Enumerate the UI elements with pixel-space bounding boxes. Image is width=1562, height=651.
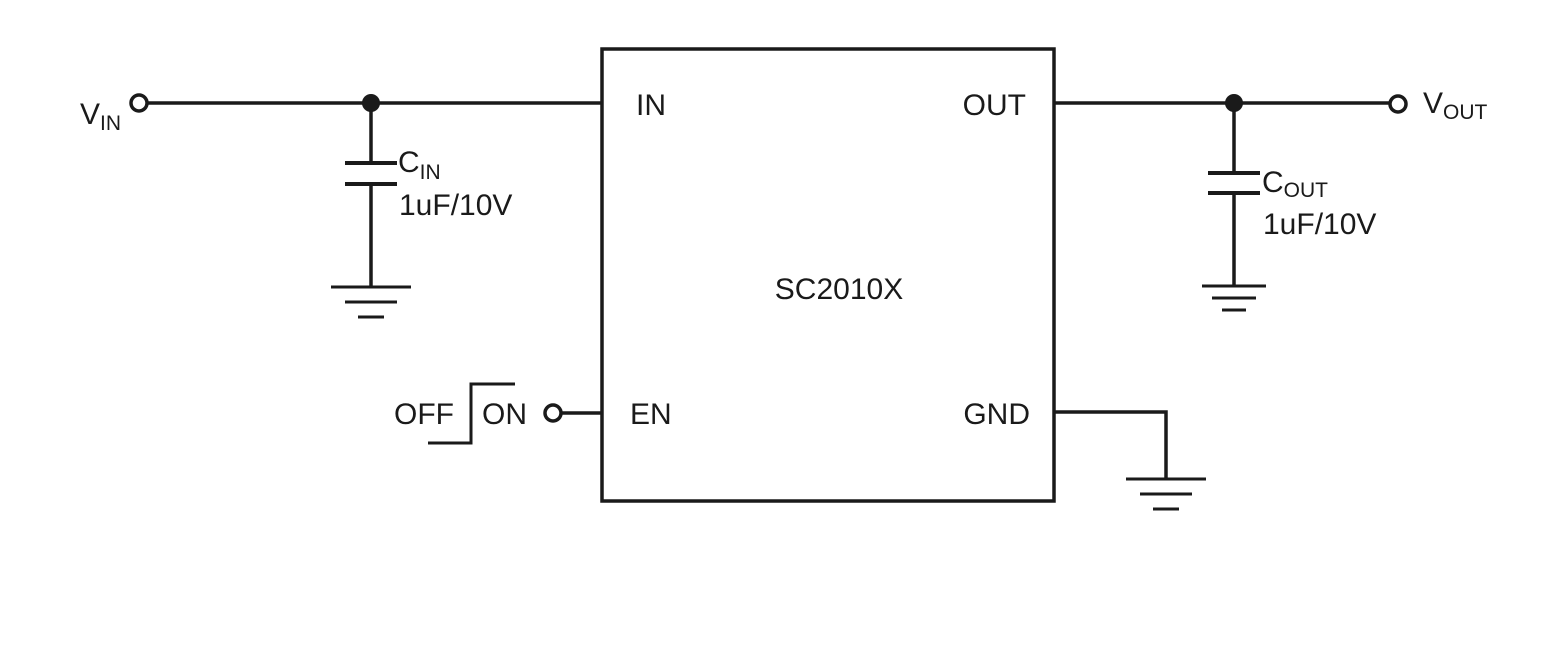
gnd-ground-symbol [1126,477,1206,511]
cin-value: 1uF/10V [399,189,512,222]
chip-part-number: SC2010X [775,273,903,306]
pin-label-gnd: GND [963,398,1030,431]
chip-body [600,47,1056,503]
en-off-label: OFF [394,398,454,431]
cin-ground-symbol [331,285,411,319]
cout-label: COUT [1262,166,1328,202]
cout-ground-symbol [1202,284,1266,312]
pin-label-in: IN [636,89,666,122]
en-step-waveform [428,382,515,445]
pin-label-en: EN [630,398,672,431]
cout-value: 1uF/10V [1263,208,1376,241]
cin-label: CIN [398,146,441,184]
vout-terminal [1388,94,1408,114]
gnd-wire [1054,410,1168,479]
pin-label-out: OUT [963,89,1026,122]
vout-label: VOUT [1423,87,1488,124]
en-terminal [543,403,563,423]
vin-terminal [129,93,149,113]
vin-label: VIN [80,98,121,135]
en-on-label: ON [482,398,527,431]
